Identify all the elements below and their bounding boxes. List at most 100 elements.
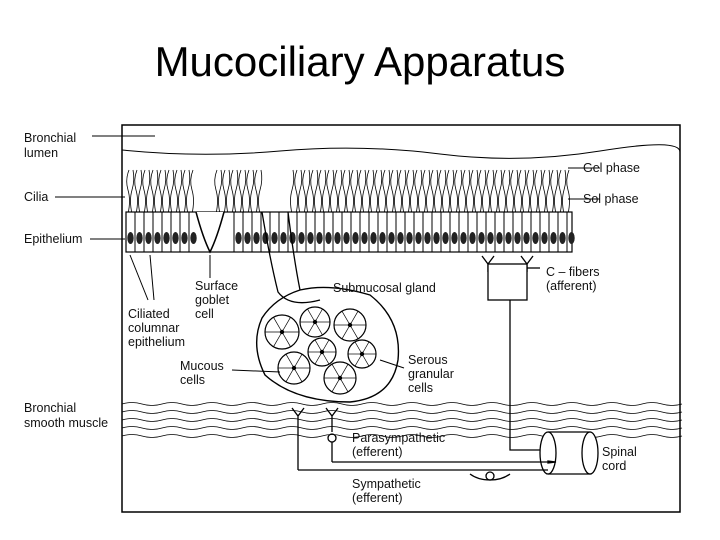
- cell-nucleus: [361, 232, 368, 244]
- cilium: [214, 169, 218, 215]
- label-sol-phase: Sol phase: [583, 192, 639, 206]
- cilium: [458, 169, 463, 215]
- cilium: [406, 169, 410, 215]
- cilium: [238, 169, 242, 215]
- cell-nucleus: [433, 232, 440, 244]
- cell-nucleus: [298, 232, 305, 244]
- cilium: [326, 169, 330, 215]
- cilium: [186, 169, 191, 215]
- cilium: [338, 169, 343, 215]
- cilium: [426, 169, 431, 215]
- cilium: [498, 169, 503, 215]
- cell-nucleus: [190, 232, 197, 244]
- cilium: [378, 169, 383, 215]
- cilium: [430, 169, 434, 215]
- label-submucosal-gland: Submucosal gland: [333, 281, 436, 295]
- epithelium-layer: [125, 211, 575, 253]
- acinus-cell-border: [281, 317, 291, 333]
- cilium: [322, 169, 327, 215]
- label-cilia: Cilia: [24, 190, 48, 204]
- goblet-cell-shape: [195, 211, 225, 254]
- cilium: [374, 169, 378, 215]
- acinus-cell-border: [321, 351, 330, 365]
- cell-nucleus: [253, 232, 260, 244]
- cilium: [362, 169, 367, 215]
- label-c-fibers: C – fibers(afferent): [546, 265, 600, 293]
- acinus-cell-border: [321, 339, 330, 353]
- cilium: [506, 169, 511, 215]
- cilium: [218, 169, 223, 215]
- cell-nucleus: [325, 232, 332, 244]
- cilium: [418, 169, 423, 215]
- acinus-cell-border: [361, 341, 370, 355]
- cilium: [490, 169, 495, 215]
- cilium: [290, 169, 295, 215]
- cilium: [346, 169, 351, 215]
- cell-nucleus: [442, 232, 449, 244]
- cilium: [538, 169, 543, 215]
- cilium: [250, 169, 255, 215]
- cilium: [566, 169, 570, 215]
- cilium: [470, 169, 474, 215]
- acinus-cell-border: [314, 321, 323, 336]
- label-gel-phase: Gel phase: [583, 161, 640, 175]
- acinus-cell-border: [314, 351, 323, 365]
- acinus-cell-border: [339, 377, 349, 393]
- cell-nucleus: [487, 232, 494, 244]
- cell-nucleus: [136, 232, 143, 244]
- cilium: [434, 169, 439, 215]
- cilium: [158, 169, 162, 215]
- acinus-cell-border: [293, 367, 303, 383]
- acinus-cell-border: [341, 310, 351, 326]
- cilium: [558, 169, 562, 215]
- cell-nucleus: [451, 232, 458, 244]
- label-parasympathetic: Parasympathetic(efferent): [352, 431, 445, 459]
- cilium: [482, 169, 487, 215]
- acinus-lumen: [291, 365, 297, 371]
- page-title: Mucociliary Apparatus: [154, 38, 566, 85]
- label-sympathetic: Sympathetic(efferent): [352, 477, 421, 505]
- cell-nucleus: [154, 232, 161, 244]
- acinus-cell-border: [293, 353, 303, 369]
- cilium: [258, 169, 263, 215]
- cilium: [134, 169, 138, 215]
- gel-phase-boundary: [121, 144, 681, 159]
- acinus-lumen: [312, 319, 318, 325]
- cilium: [398, 169, 402, 215]
- cilium: [310, 169, 314, 215]
- muscle-fiber: [121, 410, 683, 414]
- cilium: [314, 169, 319, 215]
- cilium: [478, 169, 482, 215]
- cell-nucleus: [379, 232, 386, 244]
- cell-nucleus: [424, 232, 431, 244]
- acinus-cell-border: [285, 353, 295, 369]
- cell-nucleus: [343, 232, 350, 244]
- cilium: [410, 169, 415, 215]
- gland-duct: [261, 211, 321, 304]
- cilium: [466, 169, 471, 215]
- cell-nucleus: [127, 232, 134, 244]
- cilium: [542, 169, 546, 215]
- gland-duct-inner: [287, 211, 301, 291]
- cell-nucleus: [415, 232, 422, 244]
- cell-nucleus: [334, 232, 341, 244]
- label-epithelium: Epithelium: [24, 232, 82, 246]
- acinus-cell-border: [307, 321, 316, 336]
- cell-nucleus: [352, 232, 359, 244]
- cilium: [394, 169, 399, 215]
- cilium: [366, 169, 370, 215]
- cilium: [474, 169, 479, 215]
- muscle-fiber: [121, 402, 683, 406]
- cilium: [462, 169, 466, 215]
- cell-nucleus: [514, 232, 521, 244]
- leader-mucous: [231, 369, 281, 373]
- cell-nucleus: [478, 232, 485, 244]
- leader-lines: [55, 135, 600, 373]
- cilium: [386, 169, 391, 215]
- cilium: [422, 169, 426, 215]
- cell-nucleus: [469, 232, 476, 244]
- acinus-lumen: [279, 329, 285, 335]
